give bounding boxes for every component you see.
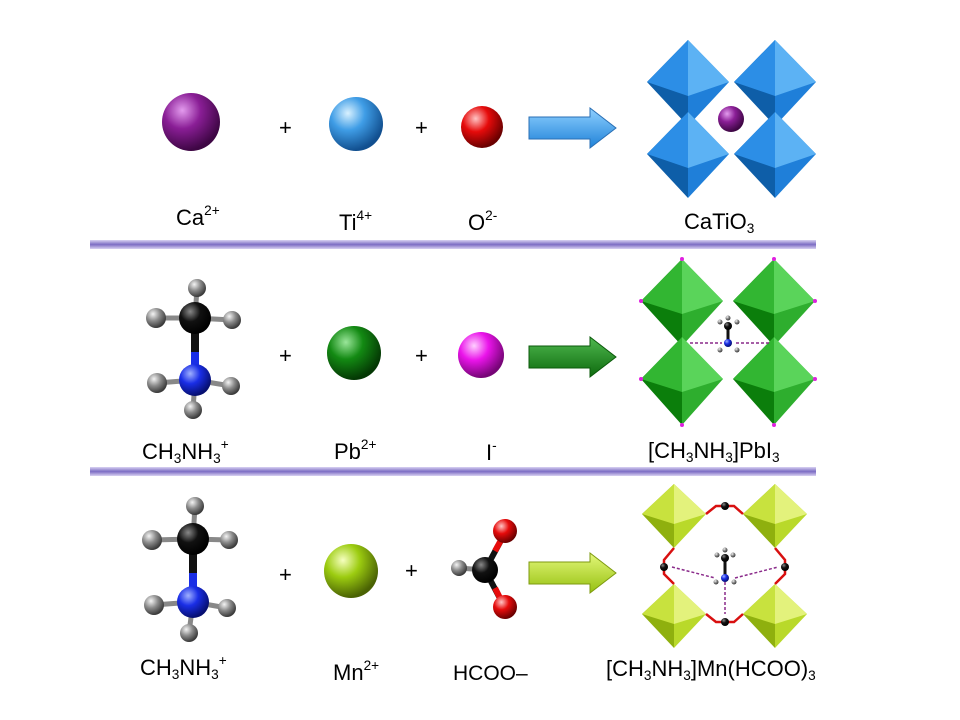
oxygen-atom: [493, 519, 517, 543]
carbon-atom: [472, 557, 498, 583]
catio3-structure: [647, 40, 816, 198]
nitrogen-atom: [177, 586, 209, 618]
plus-sign: +: [415, 115, 428, 140]
mno6-octahedron: [642, 584, 706, 648]
reaction-arrow-2: [528, 335, 617, 379]
label-ti-ion: Ti4+: [339, 207, 373, 235]
plus-sign: +: [279, 343, 292, 368]
mno6-octahedron: [743, 584, 807, 648]
label-i-ion: I-: [486, 437, 497, 465]
mn-ion-sphere: [324, 544, 378, 598]
divider-2: [90, 467, 816, 476]
pb-ion-sphere: [327, 326, 381, 380]
label-catio3: CaTiO3: [684, 209, 755, 237]
label-mapbi3: [CH3NH3]PbI3: [648, 438, 780, 466]
nitrogen-atom: [721, 574, 729, 582]
tio6-octahedron: [734, 112, 816, 198]
nitrogen-atom: [179, 364, 211, 396]
ca-ion-sphere: [162, 93, 220, 151]
pbi6-octahedron: [641, 259, 723, 346]
methylammonium-molecule-2: [142, 497, 238, 642]
label-methylammonium-1: CH3NH3+: [142, 436, 229, 467]
reaction-arrow-3: [528, 551, 617, 595]
mno6-octahedron: [743, 484, 807, 548]
ca-center-atom: [718, 106, 744, 132]
tio6-octahedron: [647, 112, 729, 198]
methylammonium-molecule-1: [146, 279, 241, 419]
nitrogen-atom: [724, 339, 732, 347]
plus-sign: +: [415, 343, 428, 368]
label-o-ion: O2-: [468, 207, 498, 235]
reaction-arrow-1: [528, 106, 617, 150]
formate-molecule: [451, 519, 517, 619]
label-methylammonium-2: CH3NH3+: [140, 652, 227, 683]
label-ca-ion: Ca2+: [176, 202, 220, 230]
label-pb-ion: Pb2+: [334, 436, 377, 464]
mno6-octahedron: [642, 484, 706, 548]
plus-sign: +: [279, 562, 292, 587]
label-mamnformate: [CH3NH3]Mn(HCOO)3: [606, 656, 816, 684]
pbi6-octahedron: [733, 337, 815, 425]
ti-ion-sphere: [329, 97, 383, 151]
plus-sign: +: [279, 115, 292, 140]
oxygen-atom: [493, 595, 517, 619]
mamnformate-structure: [642, 484, 807, 648]
pbi6-octahedron: [641, 337, 723, 425]
carbon-atom: [179, 302, 211, 334]
label-formate: HCOO–: [453, 662, 528, 685]
divider-1: [90, 240, 816, 249]
tio6-octahedron: [647, 40, 729, 126]
tio6-octahedron: [734, 40, 816, 126]
pbi6-octahedron: [733, 259, 815, 346]
plus-sign: +: [405, 558, 418, 583]
label-mn-ion: Mn2+: [333, 657, 380, 685]
carbon-atom: [177, 523, 209, 555]
o-ion-sphere: [461, 106, 503, 148]
row-1-reactants: [162, 93, 503, 151]
mapbi3-structure: [639, 257, 817, 427]
i-ion-sphere: [458, 332, 504, 378]
